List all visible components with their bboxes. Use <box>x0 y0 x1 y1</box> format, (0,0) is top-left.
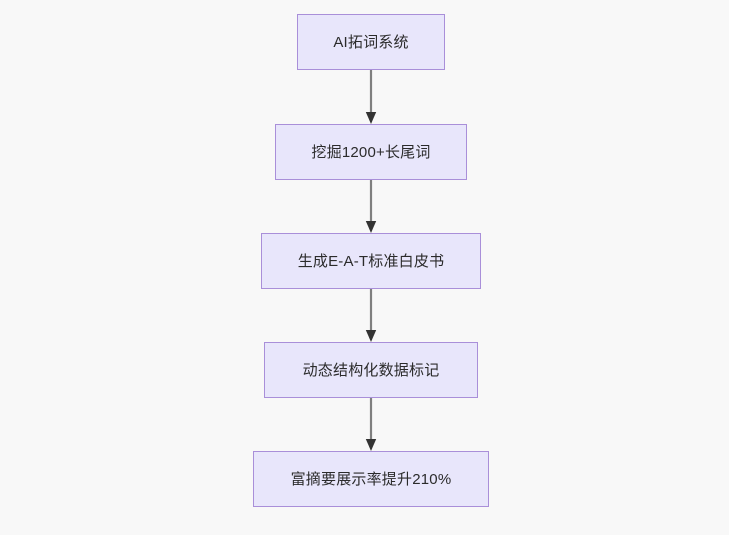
flowchart-connector-1 <box>365 70 377 124</box>
flowchart-node-3[interactable]: 生成E-A-T标准白皮书 <box>261 233 481 289</box>
flowchart-connector-2 <box>365 180 377 233</box>
flowchart-node-5[interactable]: 富摘要展示率提升210% <box>253 451 489 507</box>
flowchart-node-4[interactable]: 动态结构化数据标记 <box>264 342 478 398</box>
arrow-down-icon <box>365 180 377 233</box>
flowchart-node-4-label: 动态结构化数据标记 <box>302 361 440 379</box>
flowchart-node-5-label: 富摘要展示率提升210% <box>290 470 452 488</box>
flowchart-node-1-label: AI拓词系统 <box>333 33 409 51</box>
flowchart-connector-3 <box>365 289 377 342</box>
flowchart-node-2-label: 挖掘1200+长尾词 <box>311 143 431 161</box>
flowchart-connector-4 <box>365 398 377 451</box>
flowchart-node-2[interactable]: 挖掘1200+长尾词 <box>275 124 467 180</box>
flowchart-node-3-label: 生成E-A-T标准白皮书 <box>297 252 445 270</box>
arrow-down-icon <box>365 398 377 451</box>
arrow-down-icon <box>365 70 377 124</box>
flowchart-node-1[interactable]: AI拓词系统 <box>297 14 445 70</box>
arrow-down-icon <box>365 289 377 342</box>
